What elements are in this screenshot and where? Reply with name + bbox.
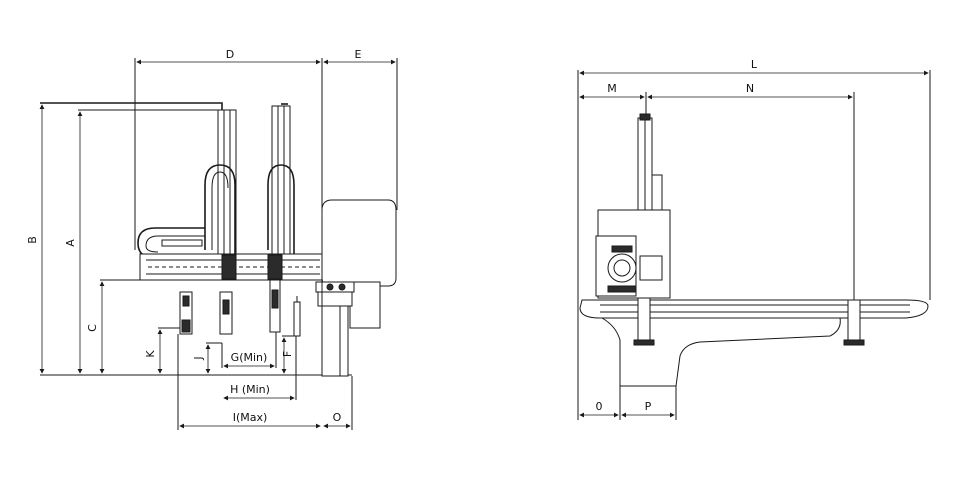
label-D: D [226, 48, 234, 61]
label-O-side: 0 [596, 400, 603, 413]
top-cable [40, 102, 223, 110]
label-G: G(Min) [231, 351, 268, 364]
label-A: A [64, 239, 77, 247]
carriage [595, 209, 671, 299]
label-I: I(Max) [233, 411, 268, 424]
side-horizontal-arm [579, 299, 929, 319]
left-vertical-arm [204, 109, 237, 261]
motor-housing [315, 199, 397, 377]
label-L: L [751, 58, 758, 71]
pedestal [600, 317, 841, 387]
label-C: C [86, 324, 99, 332]
label-N: N [746, 82, 754, 95]
front-view: D E B A C K J F G(Min) H (Min) I(Max) O [26, 48, 398, 430]
label-B: B [26, 236, 39, 244]
label-H: H (Min) [230, 383, 270, 396]
legs [633, 297, 865, 346]
horizontal-beam [139, 253, 323, 281]
right-vertical-arm [267, 103, 295, 259]
side-view: L M N [577, 58, 931, 420]
label-O-front: O [333, 411, 342, 424]
label-M: M [607, 82, 617, 95]
label-F: F [281, 351, 294, 357]
label-K: K [144, 350, 157, 358]
gripper-tools [179, 279, 301, 337]
label-P: P [645, 400, 652, 413]
label-J: J [192, 356, 205, 360]
label-E: E [355, 48, 362, 61]
